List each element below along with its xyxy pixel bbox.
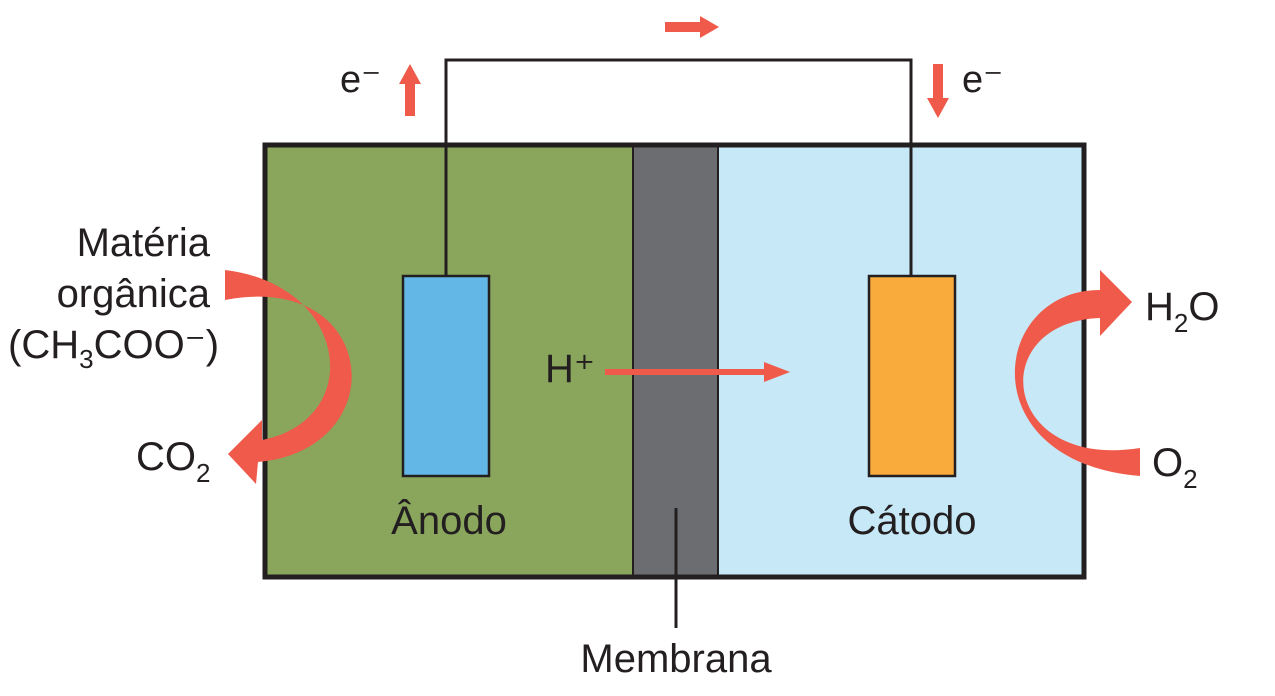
organic-matter-label-line1: Matéria [77, 221, 211, 265]
water-o: O [1188, 285, 1219, 329]
external-circuit-wire [444, 58, 913, 276]
water-h: H [1145, 285, 1174, 329]
cathode-electrode [867, 274, 957, 478]
electron-flow-right-arrow-icon [665, 16, 719, 38]
water-subscript: 2 [1174, 308, 1188, 338]
membrane [633, 145, 718, 577]
acetate-suffix: COO⁻) [94, 323, 220, 367]
co2-label: CO2 [136, 435, 210, 488]
oxygen-main: O [1152, 441, 1183, 485]
electron-label-left: e⁻ [340, 59, 381, 101]
electron-up-arrow-icon [399, 64, 421, 116]
acetate-subscript: 3 [79, 344, 93, 374]
anode-label: Ânodo [391, 498, 507, 543]
acetate-formula: (CH3COO⁻) [8, 323, 219, 374]
proton-arrow-icon [605, 362, 790, 382]
electron-down-arrow-icon [927, 64, 949, 118]
oxygen-label: O2 [1152, 441, 1198, 494]
co2-main: CO [136, 435, 196, 479]
organic-matter-label-line2: orgânica [57, 272, 211, 316]
anode-electrode [401, 274, 491, 478]
membrane-label: Membrana [580, 637, 772, 681]
electron-label-right: e⁻ [962, 59, 1003, 101]
co2-subscript: 2 [196, 458, 210, 488]
oxygen-curved-arrow-icon [1014, 270, 1140, 476]
acetate-prefix: (CH [8, 323, 79, 367]
water-label: H2O [1145, 285, 1219, 338]
proton-label: H⁺ [545, 347, 595, 391]
oxygen-subscript: 2 [1183, 464, 1197, 494]
organic-matter-curved-arrow-icon [225, 270, 352, 484]
arrow-icon [399, 16, 949, 118]
cathode-label: Cátodo [848, 499, 977, 543]
